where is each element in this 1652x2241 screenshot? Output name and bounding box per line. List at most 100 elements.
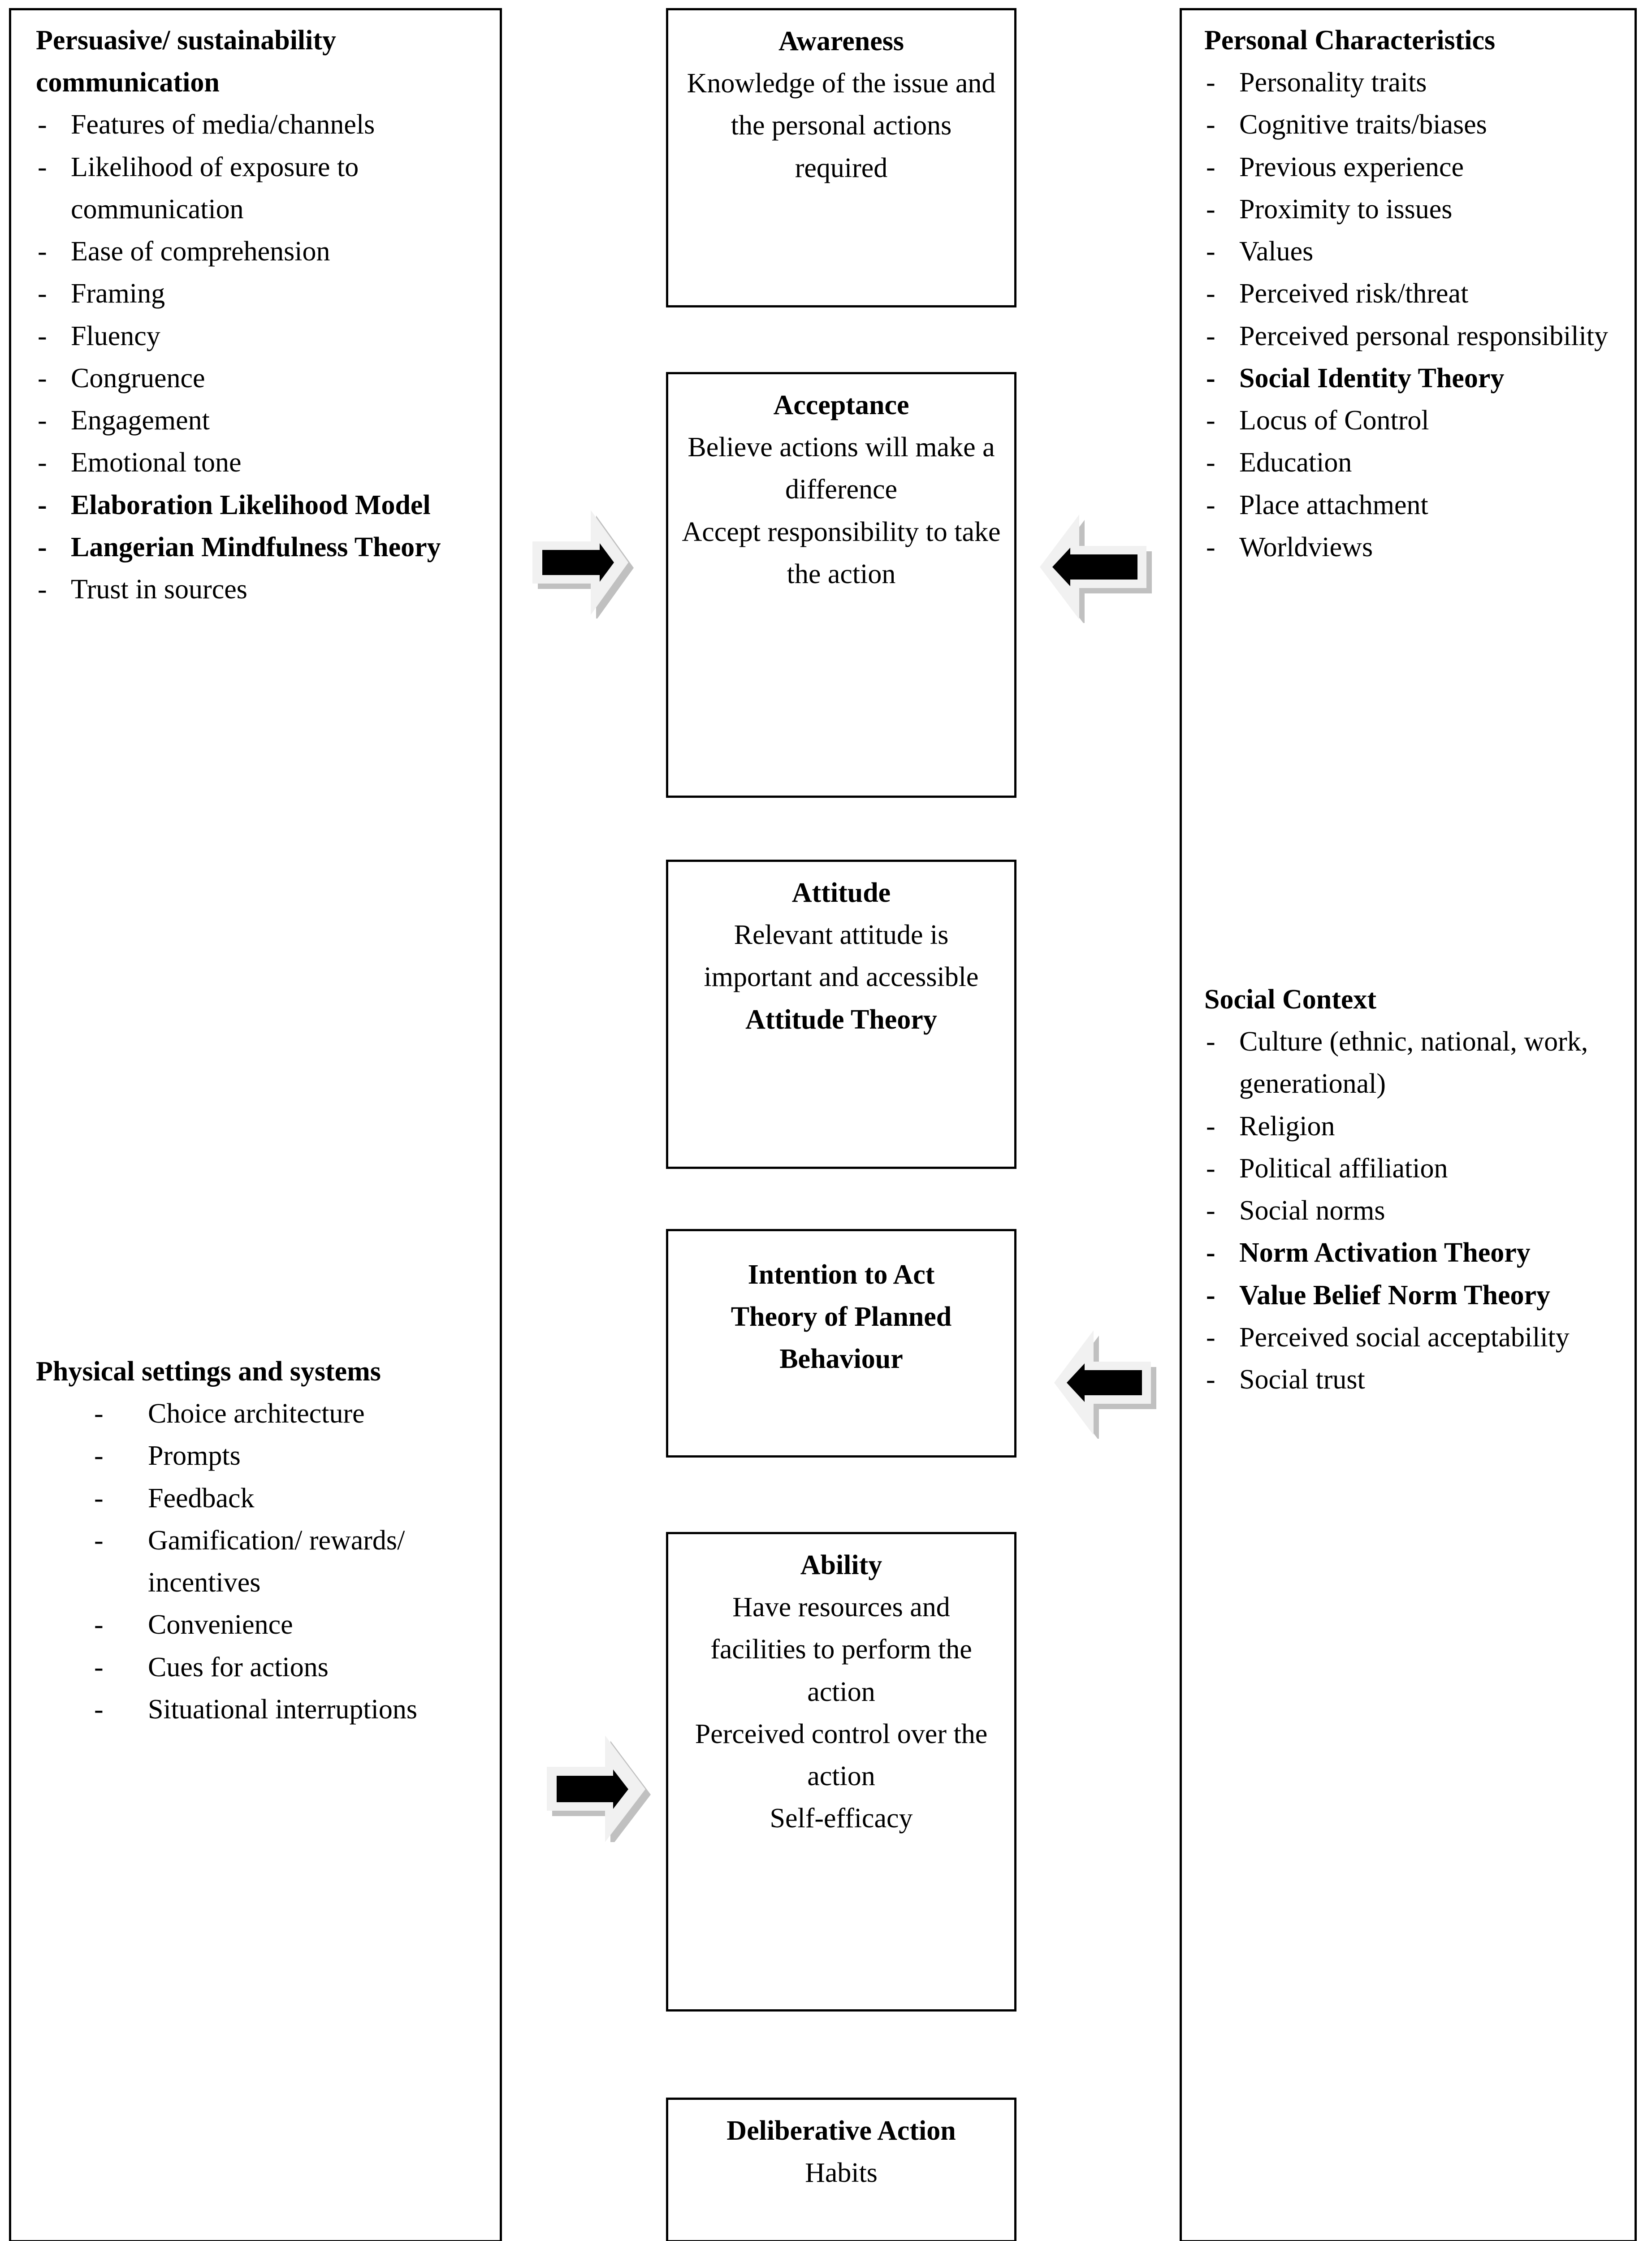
list-item-label: Situational interruptions — [148, 1694, 417, 1725]
list-item: -Social Identity Theory — [1204, 357, 1628, 399]
stage-line: Self-efficacy — [770, 1803, 913, 1834]
list-item-label: Norm Activation Theory — [1239, 1237, 1531, 1268]
list-item-label: Congruence — [71, 363, 205, 394]
stage-title: Awareness — [778, 26, 904, 56]
list-item: -Education — [1204, 441, 1628, 484]
bullet-dash: - — [1206, 1322, 1215, 1353]
list-item: -Situational interruptions — [36, 1688, 484, 1731]
list-item-label: Perceived social acceptability — [1239, 1322, 1570, 1353]
bullet-dash: - — [1206, 194, 1215, 225]
list-item-label: Education — [1239, 447, 1352, 478]
list-item-label: Social norms — [1239, 1195, 1385, 1226]
stage-line: Knowledge of the issue and the personal … — [687, 68, 996, 183]
stage-box-awareness: Awareness Knowledge of the issue and the… — [666, 8, 1016, 307]
bullet-dash: - — [1206, 1111, 1215, 1142]
right-column-panel: Personal Characteristics -Personality tr… — [1180, 8, 1637, 2241]
bullet-dash: - — [1206, 320, 1215, 351]
bullet-dash: - — [1206, 236, 1215, 267]
list-item-label: Value Belief Norm Theory — [1239, 1280, 1550, 1311]
stage-line: Relevant attitude is important and acces… — [704, 920, 979, 993]
list-item: -Proximity to issues — [1204, 188, 1628, 230]
physical-heading: Physical settings and systems — [36, 1356, 381, 1387]
arrow-physical-to-ability — [515, 1730, 659, 1842]
left-arrow-icon — [1040, 515, 1152, 623]
list-item: -Choice architecture — [36, 1393, 484, 1435]
stage-line: Have resources and facilities to perform… — [710, 1592, 972, 1707]
arrow-social-to-intention — [1031, 1327, 1174, 1439]
list-item-label: Choice architecture — [148, 1398, 365, 1429]
list-item-label: Place attachment — [1239, 489, 1428, 520]
list-item-label: Religion — [1239, 1111, 1335, 1142]
list-item: -Social trust — [1204, 1358, 1628, 1401]
bullet-dash: - — [1206, 1237, 1215, 1268]
list-item: -Norm Activation Theory — [1204, 1232, 1628, 1274]
bullet-dash: - — [94, 1652, 104, 1683]
stage-ability-content: Ability Have resources and facilities to… — [668, 1534, 1014, 1840]
social-context-heading: Social Context — [1204, 984, 1377, 1015]
bullet-dash: - — [38, 278, 47, 309]
list-item: -Prompts — [36, 1435, 484, 1477]
bullet-dash: - — [1206, 1026, 1215, 1057]
list-item: -Place attachment — [1204, 484, 1628, 526]
bullet-dash: - — [94, 1525, 104, 1556]
list-item: -Value Belief Norm Theory — [1204, 1274, 1628, 1316]
list-item-label: Feedback — [148, 1483, 255, 1514]
list-item: -Framing — [36, 273, 484, 315]
stage-line: Perceived control over the action — [695, 1718, 988, 1792]
bullet-dash: - — [38, 320, 47, 351]
list-item-label: Cues for actions — [148, 1652, 329, 1683]
arrow-communication-to-acceptance — [511, 506, 654, 619]
communication-bullets: -Features of media/channels -Likelihood … — [36, 104, 484, 610]
list-item: -Perceived risk/threat — [1204, 273, 1628, 315]
stage-line: Accept responsibility to take the action — [682, 516, 1001, 589]
bullet-dash: - — [38, 447, 47, 478]
list-item-label: Cognitive traits/biases — [1239, 109, 1487, 140]
stage-attitude-content: Attitude Relevant attitude is important … — [668, 862, 1014, 1041]
list-item-label: Elaboration Likelihood Model — [71, 489, 431, 520]
list-item: -Engagement — [36, 399, 484, 441]
stage-title: Deliberative Action — [727, 2116, 956, 2146]
stage-intention-content: Intention to Act Theory of Planned Behav… — [668, 1231, 1014, 1380]
right-arrow-icon — [532, 510, 634, 619]
bullet-dash: - — [1206, 532, 1215, 562]
personal-characteristics-bullets: -Personality traits -Cognitive traits/bi… — [1204, 61, 1628, 568]
list-item-label: Features of media/channels — [71, 109, 375, 140]
communication-heading: Persuasive/ sustainability communication — [36, 25, 337, 98]
list-item: -Personality traits — [1204, 61, 1628, 104]
list-item-label: Framing — [71, 278, 165, 309]
stage-awareness-content: Awareness Knowledge of the issue and the… — [668, 10, 1014, 189]
list-item-label: Emotional tone — [71, 447, 242, 478]
list-item: -Convenience — [36, 1604, 484, 1646]
list-item: -Elaboration Likelihood Model — [36, 484, 484, 526]
list-item-label: Political affiliation — [1239, 1153, 1448, 1184]
list-item: -Gamification/ rewards/ incentives — [36, 1519, 484, 1604]
list-item-label: Perceived personal responsibility — [1239, 320, 1609, 351]
bullet-dash: - — [1206, 1153, 1215, 1184]
stage-box-attitude: Attitude Relevant attitude is important … — [666, 860, 1016, 1169]
bullet-dash: - — [1206, 489, 1215, 520]
list-item-label: Trust in sources — [71, 574, 247, 605]
list-item: -Langerian Mindfulness Theory — [36, 526, 484, 568]
list-item-label: Convenience — [148, 1609, 293, 1640]
list-item-label: Social Identity Theory — [1239, 363, 1505, 394]
list-item-label: Langerian Mindfulness Theory — [71, 532, 441, 562]
list-item: -Trust in sources — [36, 568, 484, 610]
physical-bullets: -Choice architecture -Prompts -Feedback … — [36, 1393, 484, 1731]
stage-title: Ability — [800, 1550, 882, 1580]
bullet-dash: - — [38, 405, 47, 436]
right-arrow-icon — [547, 1735, 651, 1842]
bullet-dash: - — [1206, 1195, 1215, 1226]
list-item: - Cues for actions — [36, 1646, 484, 1688]
bullet-dash: - — [38, 532, 47, 562]
list-item: -Political affiliation — [1204, 1147, 1628, 1190]
list-item: -Ease of comprehension — [36, 230, 484, 273]
list-item-label: Prompts — [148, 1441, 241, 1471]
stage-box-ability: Ability Have resources and facilities to… — [666, 1532, 1016, 2012]
list-item-label: Personality traits — [1239, 67, 1427, 98]
stage-line: Believe actions will make a difference — [688, 432, 995, 505]
list-item: -Emotional tone — [36, 441, 484, 484]
list-item-label: Social trust — [1239, 1364, 1365, 1395]
stage-box-deliberative-action: Deliberative Action Habits — [666, 2098, 1016, 2241]
list-item-label: Culture (ethnic, national, work, generat… — [1239, 1026, 1588, 1099]
